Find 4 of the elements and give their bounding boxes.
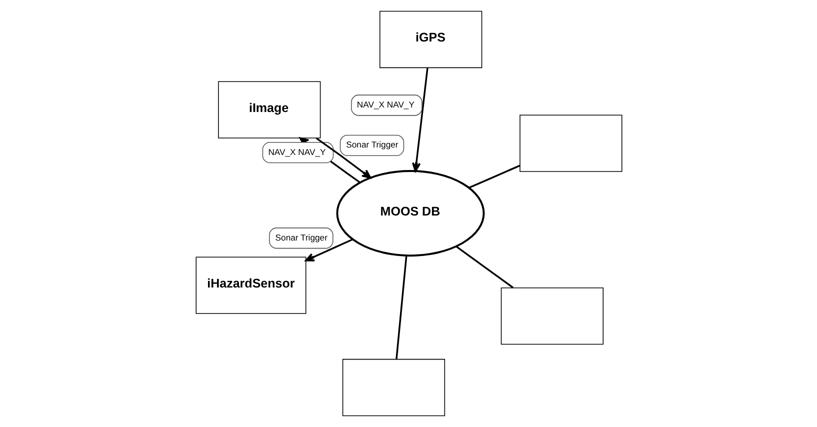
edge-label: Sonar Trigger [346,140,398,150]
edge-label: NAV_X NAV_Y [356,99,414,110]
edge-label: Sonar Trigger [274,232,327,242]
edge-label: NAV_X NAV_Y [268,146,326,157]
